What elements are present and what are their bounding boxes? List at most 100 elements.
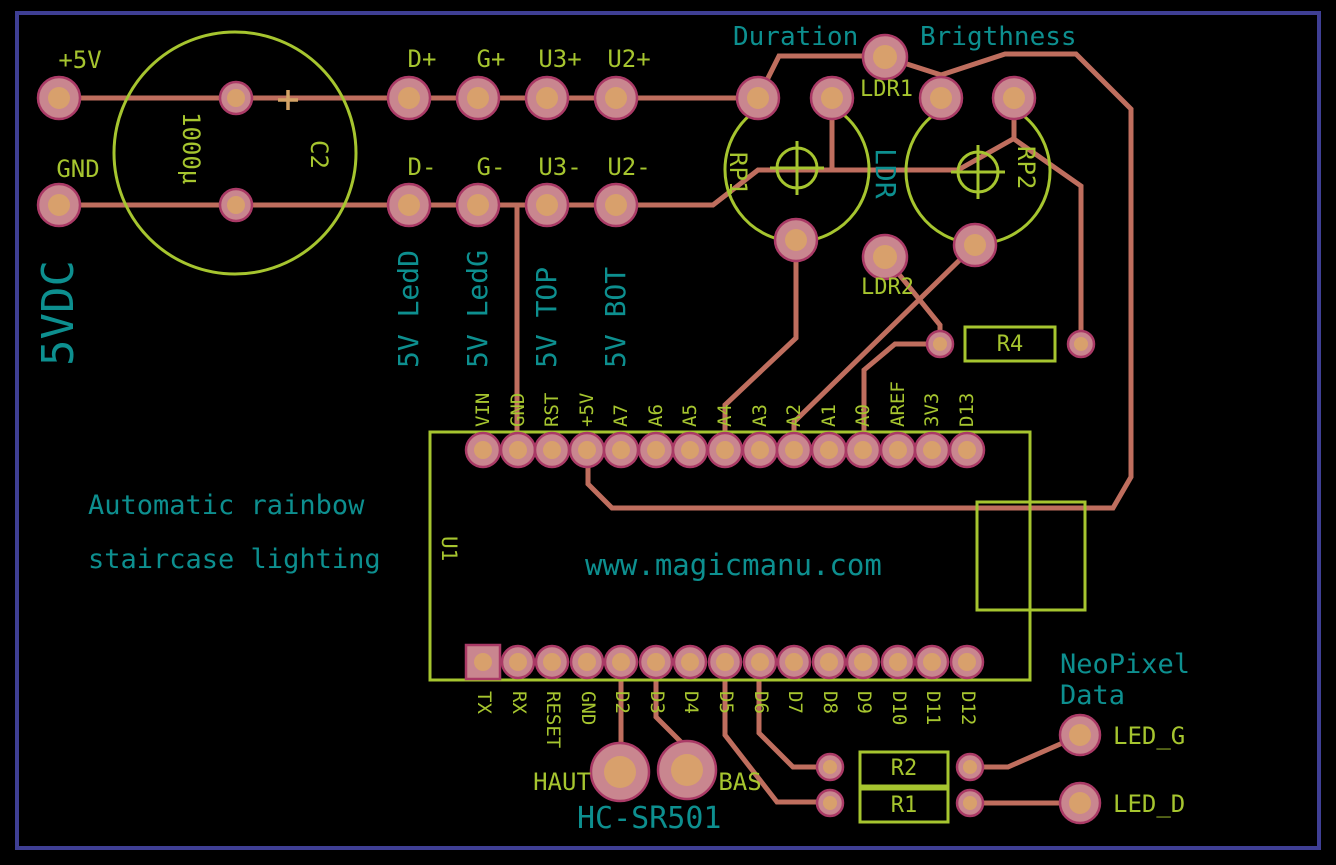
header-minus-label: G-	[476, 153, 506, 181]
brightness-label: Brigthness	[920, 22, 1077, 52]
pad-hole	[751, 441, 769, 459]
pad-hole	[681, 653, 699, 671]
pin-label-top: VIN	[472, 392, 494, 427]
pad-hole	[474, 653, 492, 671]
pad-hole	[467, 87, 489, 109]
pin-label-top: GND	[507, 392, 529, 427]
capacitor-ref-label: C2	[305, 140, 333, 169]
pin-label-bottom: GND	[577, 691, 599, 726]
pad-hole	[873, 245, 897, 269]
pad-hole	[1069, 724, 1091, 746]
header-net-label: 5V TOP	[530, 266, 563, 368]
title-line1: Automatic rainbow	[88, 490, 365, 521]
pad-hole	[536, 87, 558, 109]
header-plus-label: D+	[407, 45, 437, 73]
pad-hole	[48, 194, 70, 216]
duration-label: Duration	[733, 22, 859, 52]
header-minus-label: U2-	[607, 153, 651, 181]
header-net-label: 5V LedG	[461, 249, 494, 368]
rail-5vdc-label: 5VDC	[33, 260, 84, 366]
haut-label: HAUT	[533, 768, 591, 796]
pad-hole	[605, 194, 627, 216]
header-net-label: 5V LedD	[392, 249, 425, 368]
pin-label-bottom: D4	[680, 691, 702, 714]
pin-label-bottom: RX	[508, 691, 530, 714]
pad-hole	[820, 653, 838, 671]
pad-hole	[578, 441, 596, 459]
bas-label: BAS	[718, 768, 762, 796]
header-plus-label: G+	[476, 45, 506, 73]
pad-hole	[854, 441, 872, 459]
ldr2-ref-label: LDR2	[861, 275, 914, 300]
pad-hole	[671, 754, 703, 786]
led-d-label: LED_D	[1113, 790, 1186, 818]
pin-label-top: A4	[714, 404, 736, 427]
rp1-wiper-cross	[770, 141, 824, 195]
pin-label-bottom: D5	[715, 691, 737, 714]
title-line2: staircase lighting	[88, 544, 381, 575]
pad-hole	[823, 760, 837, 774]
r2-ref-label: R2	[890, 756, 918, 781]
pin-label-bottom: D9	[853, 691, 875, 714]
pin-label-bottom: D11	[922, 691, 944, 726]
pad-hole	[958, 441, 976, 459]
r4-outline	[963, 325, 1057, 363]
trace-r4-a0	[861, 341, 940, 450]
pad-hole	[958, 653, 976, 671]
pad-hole	[509, 653, 527, 671]
capacitor-outline	[112, 30, 358, 276]
pad-hole	[398, 194, 420, 216]
pad-hole	[647, 653, 665, 671]
pad-hole	[785, 229, 807, 251]
pin-label-top: A1	[818, 404, 840, 427]
silkscreen-layer	[112, 30, 1087, 824]
pin-label-top: RST	[541, 392, 563, 427]
pad-hole	[48, 87, 70, 109]
pin-label-top: A0	[852, 404, 874, 427]
gnd-input-label: GND	[56, 155, 100, 183]
neopixel-title2: Data	[1060, 680, 1126, 711]
header-minus-label: U3-	[538, 153, 582, 181]
u1-connector-outline	[975, 500, 1087, 612]
pin-label-top: A2	[783, 404, 805, 427]
plus5v-input-label: +5V	[58, 46, 102, 74]
pin-label-top: A3	[749, 404, 771, 427]
pad-hole	[536, 194, 558, 216]
capacitor-value-label: 1000µ	[177, 112, 205, 185]
trace-d6-r2	[756, 662, 830, 770]
r4-ref-label: R4	[996, 332, 1024, 357]
r1-ref-label: R1	[890, 793, 918, 818]
rp2-ref-label: RP2	[1012, 146, 1040, 190]
pad-hole	[1069, 792, 1091, 814]
pad-hole	[747, 87, 769, 109]
pad-hole	[785, 653, 803, 671]
pad-hole	[578, 653, 596, 671]
pad-hole	[681, 441, 699, 459]
pad-hole	[923, 653, 941, 671]
pad-hole	[785, 441, 803, 459]
pad-hole	[612, 653, 630, 671]
pin-label-bottom: D6	[750, 691, 772, 714]
board-outline	[15, 11, 1321, 850]
header-plus-label: U3+	[538, 45, 582, 73]
r1-outline	[858, 787, 950, 824]
pad-hole	[889, 653, 907, 671]
pir-sensor-label: HC-SR501	[577, 801, 722, 836]
header-plus-label: U2+	[607, 45, 651, 73]
pad-hole	[227, 89, 245, 107]
pad-layer[interactable]	[36, 33, 1102, 825]
r2-outline	[858, 750, 950, 788]
pad-hole	[612, 441, 630, 459]
pad-hole	[398, 87, 420, 109]
pin-label-bottom: TX	[473, 691, 495, 714]
pad-hole	[854, 653, 872, 671]
pad-hole	[751, 653, 769, 671]
pin-label-top: A7	[610, 404, 632, 427]
pad-hole	[889, 441, 907, 459]
u1-ref-label: U1	[437, 536, 461, 562]
trace-d5-r1	[722, 662, 830, 805]
capacitor-plus-icon	[278, 90, 298, 110]
pad-hole	[1074, 337, 1088, 351]
